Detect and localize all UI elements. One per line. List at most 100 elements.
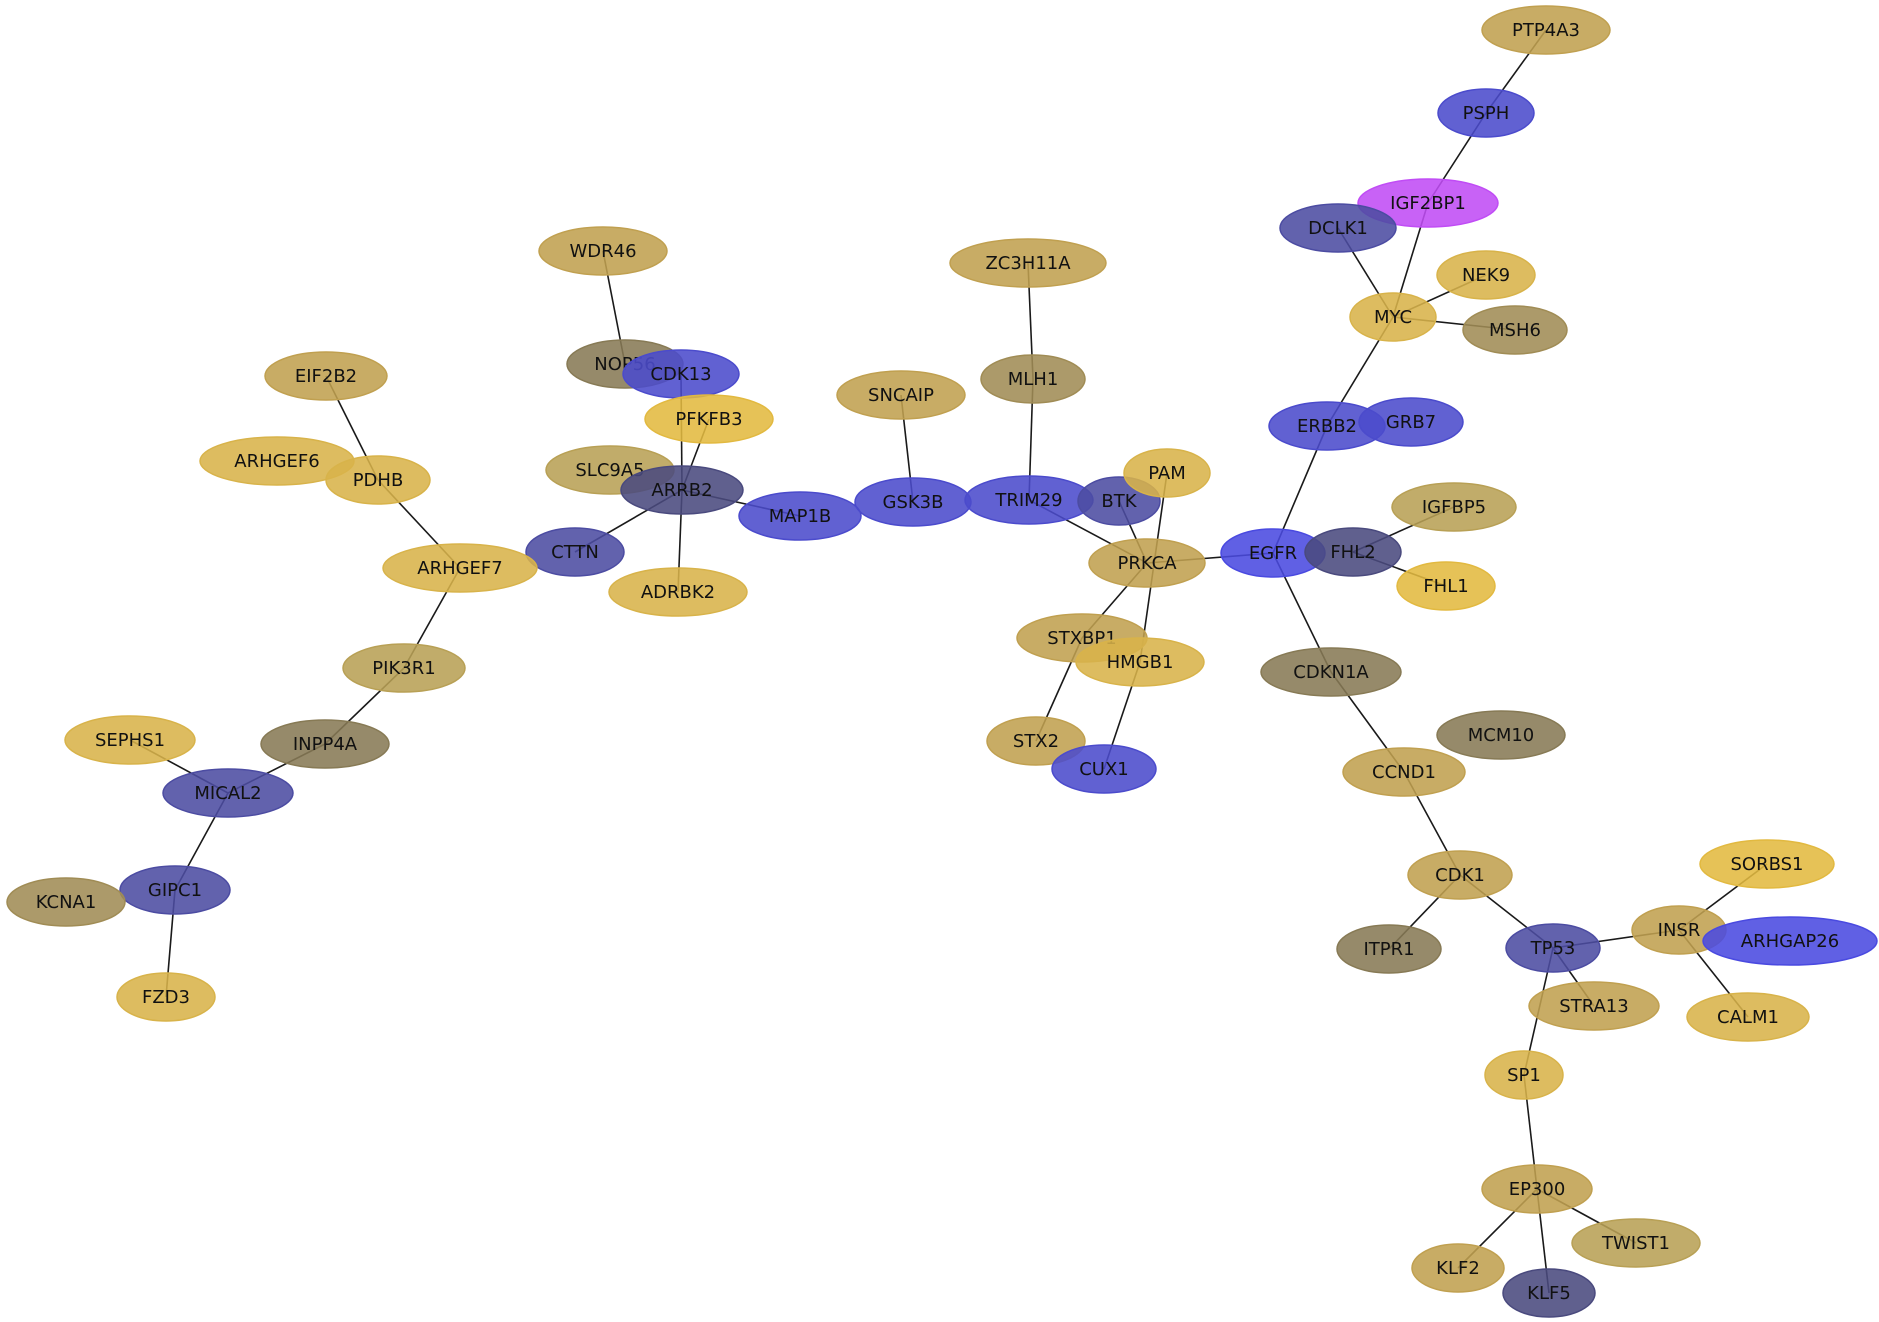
node-itpr1[interactable]: ITPR1: [1336, 924, 1442, 974]
node-igfbp5[interactable]: IGFBP5: [1391, 482, 1517, 532]
node-label: KCNA1: [36, 892, 97, 913]
node-arhgef7[interactable]: ARHGEF7: [382, 543, 538, 593]
node-ellipse: [1088, 538, 1206, 588]
node-ellipse: [325, 455, 431, 505]
node-arrb2[interactable]: ARRB2: [620, 465, 744, 515]
node-ellipse: [1304, 527, 1402, 577]
node-label: MYC: [1374, 307, 1412, 328]
node-arhgap26[interactable]: ARHGAP26: [1702, 916, 1878, 966]
node-label: MCM10: [1468, 725, 1535, 746]
node-mcm10[interactable]: MCM10: [1436, 710, 1566, 760]
node-tp53[interactable]: TP53: [1505, 923, 1601, 973]
node-mlh1[interactable]: MLH1: [980, 354, 1086, 404]
node-ccnd1[interactable]: CCND1: [1342, 747, 1466, 797]
node-ptp4a3[interactable]: PTP4A3: [1481, 5, 1611, 55]
node-cdkn1a[interactable]: CDKN1A: [1260, 647, 1402, 697]
node-ellipse: [1702, 916, 1878, 966]
node-label: SP1: [1507, 1065, 1541, 1086]
node-pik3r1[interactable]: PIK3R1: [342, 643, 466, 693]
node-dclk1[interactable]: DCLK1: [1279, 203, 1397, 253]
node-grb7[interactable]: GRB7: [1358, 397, 1464, 447]
node-stx2[interactable]: STX2: [986, 716, 1086, 766]
node-label: ARRB2: [651, 480, 712, 501]
node-inpp4a[interactable]: INPP4A: [260, 719, 390, 769]
node-ellipse: [1349, 292, 1437, 342]
node-trim29[interactable]: TRIM29: [964, 475, 1094, 525]
node-ellipse: [1528, 981, 1660, 1031]
node-ellipse: [1436, 250, 1536, 300]
node-fzd3[interactable]: FZD3: [116, 972, 216, 1022]
node-pam[interactable]: PAM: [1123, 448, 1211, 498]
node-prkca[interactable]: PRKCA: [1088, 538, 1206, 588]
node-calm1[interactable]: CALM1: [1686, 992, 1810, 1042]
node-twist1[interactable]: TWIST1: [1571, 1218, 1701, 1268]
node-kcna1[interactable]: KCNA1: [6, 877, 126, 927]
node-cttn[interactable]: CTTN: [525, 527, 625, 577]
node-label: CUX1: [1079, 759, 1129, 780]
node-zc3h11a[interactable]: ZC3H11A: [949, 238, 1107, 288]
node-eif2b2[interactable]: EIF2B2: [264, 351, 388, 401]
node-ellipse: [1481, 1164, 1593, 1214]
node-label: STRA13: [1559, 996, 1628, 1017]
node-label: MLH1: [1008, 369, 1059, 390]
node-ellipse: [1481, 5, 1611, 55]
node-cdk13[interactable]: CDK13: [622, 349, 740, 399]
node-label: IGF2BP1: [1390, 193, 1466, 214]
node-pfkfb3[interactable]: PFKFB3: [644, 394, 774, 444]
node-cux1[interactable]: CUX1: [1051, 744, 1157, 794]
node-ellipse: [1357, 178, 1499, 228]
node-ep300[interactable]: EP300: [1481, 1164, 1593, 1214]
node-ellipse: [620, 465, 744, 515]
node-igf2bp1[interactable]: IGF2BP1: [1357, 178, 1499, 228]
node-gipc1[interactable]: GIPC1: [119, 865, 231, 915]
node-label: EIF2B2: [295, 366, 357, 387]
node-label: PIK3R1: [372, 658, 435, 679]
node-ellipse: [1051, 744, 1157, 794]
node-ellipse: [1699, 839, 1835, 889]
node-gsk3b[interactable]: GSK3B: [854, 477, 972, 527]
node-klf2[interactable]: KLF2: [1411, 1243, 1505, 1293]
node-mical2[interactable]: MICAL2: [162, 768, 294, 818]
node-label: HMGB1: [1107, 652, 1174, 673]
node-label: CDKN1A: [1293, 662, 1369, 683]
node-fhl2[interactable]: FHL2: [1304, 527, 1402, 577]
node-ellipse: [260, 719, 390, 769]
node-sephs1[interactable]: SEPHS1: [64, 715, 196, 765]
node-label: IGFBP5: [1422, 497, 1486, 518]
node-label: GRB7: [1386, 412, 1436, 433]
node-ellipse: [162, 768, 294, 818]
node-stra13[interactable]: STRA13: [1528, 981, 1660, 1031]
node-fhl1[interactable]: FHL1: [1396, 561, 1496, 611]
node-pdhb[interactable]: PDHB: [325, 455, 431, 505]
node-ellipse: [836, 370, 966, 420]
node-label: CALM1: [1717, 1007, 1779, 1028]
node-label: DCLK1: [1308, 218, 1368, 239]
node-ellipse: [264, 351, 388, 401]
node-ellipse: [1358, 397, 1464, 447]
node-arhgef6[interactable]: ARHGEF6: [199, 436, 355, 486]
node-label: ZC3H11A: [985, 253, 1071, 274]
node-sorbs1[interactable]: SORBS1: [1699, 839, 1835, 889]
node-myc[interactable]: MYC: [1349, 292, 1437, 342]
node-wdr46[interactable]: WDR46: [538, 226, 668, 276]
node-ellipse: [986, 716, 1086, 766]
node-sp1[interactable]: SP1: [1484, 1050, 1564, 1100]
node-label: PDHB: [353, 470, 404, 491]
node-ellipse: [1407, 850, 1513, 900]
node-ellipse: [382, 543, 538, 593]
node-sncaip[interactable]: SNCAIP: [836, 370, 966, 420]
node-klf5[interactable]: KLF5: [1502, 1268, 1596, 1318]
node-ellipse: [6, 877, 126, 927]
node-hmgb1[interactable]: HMGB1: [1075, 637, 1205, 687]
node-label: TWIST1: [1601, 1233, 1670, 1254]
node-label: GSK3B: [883, 492, 944, 513]
node-msh6[interactable]: MSH6: [1462, 305, 1568, 355]
node-adrbk2[interactable]: ADRBK2: [608, 567, 748, 617]
node-erbb2[interactable]: ERBB2: [1268, 401, 1386, 451]
node-psph[interactable]: PSPH: [1437, 88, 1535, 138]
node-map1b[interactable]: MAP1B: [738, 491, 862, 541]
node-nek9[interactable]: NEK9: [1436, 250, 1536, 300]
node-cdk1[interactable]: CDK1: [1407, 850, 1513, 900]
node-ellipse: [116, 972, 216, 1022]
